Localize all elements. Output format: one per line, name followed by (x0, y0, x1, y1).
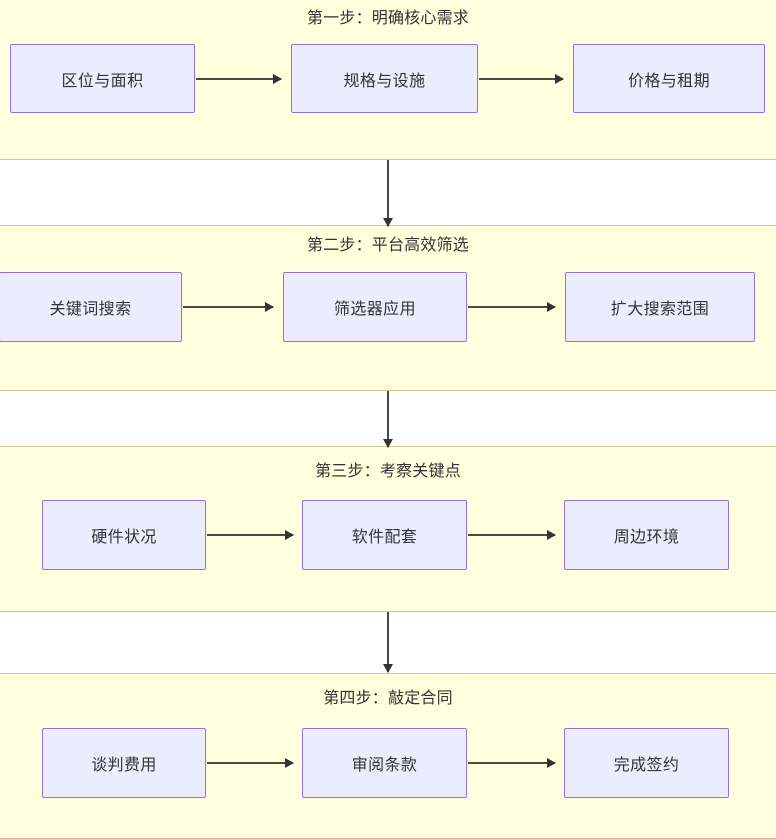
node-硬件状况[interactable]: 硬件状况 (42, 500, 206, 570)
node-label: 谈判费用 (91, 757, 157, 774)
node-label: 完成签约 (613, 757, 680, 774)
node-label: 硬件状况 (91, 529, 157, 546)
node-规格与设施[interactable]: 规格与设施 (291, 44, 478, 113)
subgraph-title-step-1: 第一步：明确核心需求 (306, 10, 469, 27)
node-label: 规格与设施 (343, 72, 426, 90)
band-connector-step2-to-step3 (387, 391, 389, 447)
node-周边环境[interactable]: 周边环境 (564, 500, 729, 570)
node-完成签约[interactable]: 完成签约 (564, 728, 729, 798)
subgraph-title-step-4: 第四步：敲定合同 (323, 690, 453, 707)
edge-谈判费用-to-审阅条款 (207, 762, 293, 764)
node-label: 价格与租期 (627, 72, 710, 90)
edge-筛选器应用-to-扩大搜索范围 (468, 306, 555, 308)
edge-软件配套-to-周边环境 (468, 534, 555, 536)
band-connector-step1-to-step2 (387, 160, 389, 226)
subgraph-title-step-3: 第三步：考察关键点 (315, 463, 461, 480)
node-label: 扩大搜索范围 (610, 301, 710, 318)
node-label: 软件配套 (351, 529, 418, 546)
node-审阅条款[interactable]: 审阅条款 (302, 728, 467, 798)
flowchart-canvas: 第一步：明确核心需求 区位与面积 规格与设施 价格与租期 第二步：平台高效筛选 … (0, 0, 776, 803)
node-价格与租期[interactable]: 价格与租期 (573, 44, 765, 113)
node-label: 筛选器应用 (333, 301, 416, 318)
edge-硬件状况-to-软件配套 (207, 534, 293, 536)
node-区位与面积[interactable]: 区位与面积 (10, 44, 195, 113)
node-谈判费用[interactable]: 谈判费用 (42, 728, 206, 798)
edge-规格与设施-to-价格与租期 (479, 78, 563, 80)
node-label: 周边环境 (613, 529, 680, 546)
node-关键词搜索[interactable]: 关键词搜索 (0, 272, 182, 342)
subgraph-title-step-2: 第二步：平台高效筛选 (306, 237, 469, 254)
edge-关键词搜索-to-筛选器应用 (183, 306, 273, 308)
edge-区位与面积-to-规格与设施 (196, 78, 281, 80)
node-label: 关键词搜索 (49, 301, 132, 318)
band-connector-step3-to-step4 (387, 612, 389, 672)
node-软件配套[interactable]: 软件配套 (302, 500, 467, 570)
node-label: 区位与面积 (61, 72, 144, 90)
edge-审阅条款-to-完成签约 (468, 762, 555, 764)
node-筛选器应用[interactable]: 筛选器应用 (283, 272, 467, 342)
node-扩大搜索范围[interactable]: 扩大搜索范围 (565, 272, 755, 342)
node-label: 审阅条款 (351, 757, 418, 774)
